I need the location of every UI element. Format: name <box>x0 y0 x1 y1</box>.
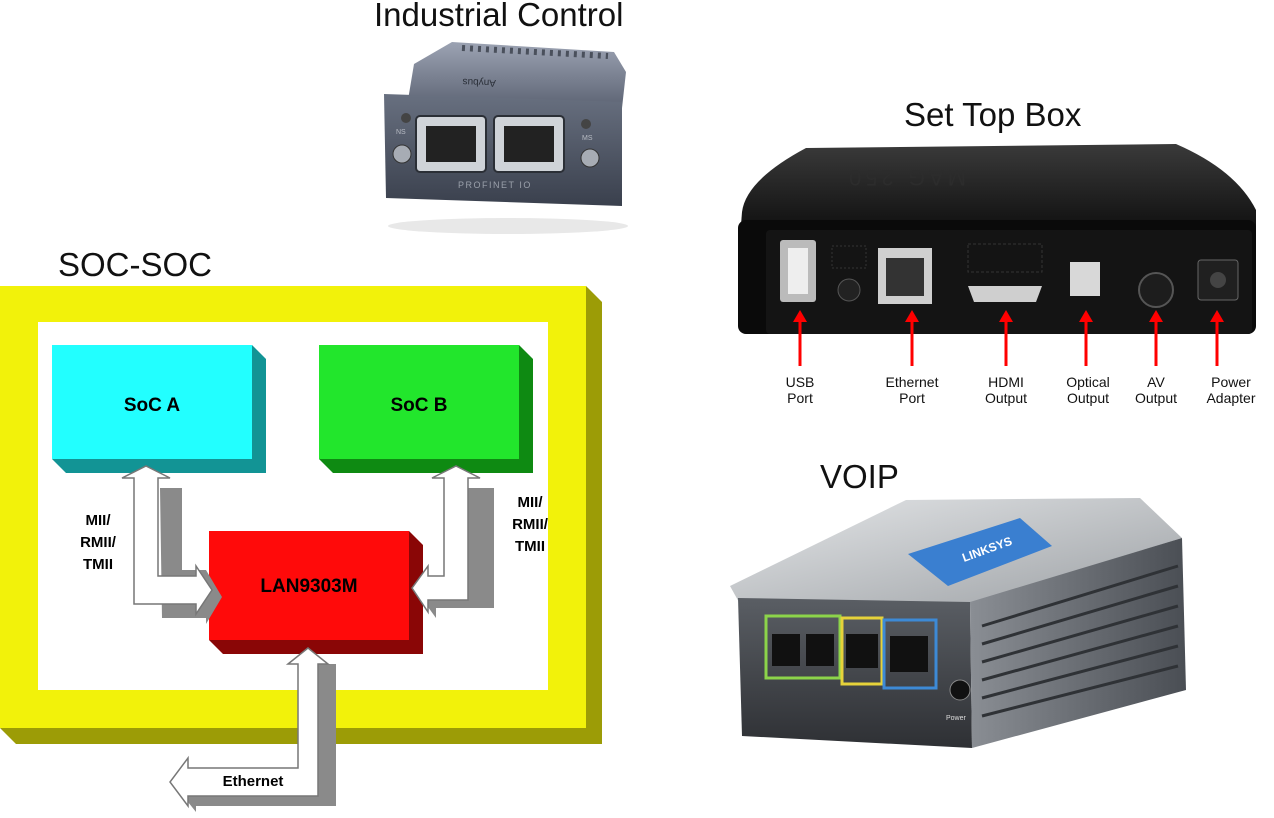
soc-b-label: SoC B <box>391 395 448 416</box>
voip-ethernet-port <box>882 618 938 690</box>
port-label-ethernet: Ethernet Port <box>885 374 939 406</box>
module-screw-left <box>392 144 412 164</box>
set-top-box-image: MAG 250 <box>738 144 1256 334</box>
left-bus-arrow <box>121 465 213 617</box>
voip-side <box>970 538 1186 748</box>
soc-b-block <box>319 345 519 459</box>
mii-right-line3: TMII <box>515 538 545 555</box>
stb-arrows <box>793 310 1224 366</box>
ethernet-arrow <box>169 647 331 809</box>
voip-device-image: LINKSYS Power <box>730 498 1186 748</box>
voip-internet-port <box>840 616 884 686</box>
soc-soc-title: SOC-SOC <box>58 246 213 283</box>
lan9303m-block <box>209 531 409 640</box>
soc-a-label: SoC A <box>124 395 181 416</box>
mii-left-line3: TMII <box>83 556 113 573</box>
mii-right-line1: MII/ <box>518 494 544 511</box>
lan9303m-label: LAN9303M <box>260 576 357 597</box>
stb-jack-small <box>837 278 861 302</box>
port-label-hdmi: HDMI Output <box>984 374 1028 406</box>
stb-brand: MAG 250 <box>845 165 966 190</box>
stb-top <box>740 144 1256 238</box>
stb-hdmi-port <box>968 286 1042 302</box>
mii-right-line2: RMII/ <box>512 516 549 533</box>
voip-phone-ports <box>764 614 842 680</box>
stb-optical-port <box>1070 262 1100 296</box>
mii-left-line2: RMII/ <box>80 534 117 551</box>
module-screw-right <box>580 148 600 168</box>
voip-logo-panel <box>908 518 1052 586</box>
industrial-control-title: Industrial Control <box>374 0 624 33</box>
module-led-ns: NS <box>396 129 406 136</box>
mii-left-line1: MII/ <box>86 512 112 529</box>
soc-soc-diagram: SoC A SoC B LAN9303M Ethernet MII/ RMII/… <box>0 286 602 812</box>
port-label-optical: Optical Output <box>1066 374 1110 406</box>
port-label-av: AV Output <box>1134 374 1178 406</box>
module-profinet-label: PROFINET IO <box>458 180 532 190</box>
industrial-module-image: Anybus NS MS PROFINET IO <box>384 42 628 234</box>
voip-power-label: Power <box>946 715 967 722</box>
stb-av-port <box>1138 272 1174 308</box>
ethernet-label: Ethernet <box>223 773 284 790</box>
port-label-usb: USB Port <box>785 374 815 406</box>
voip-power-jack <box>949 679 971 701</box>
voip-title: VOIP <box>820 458 899 495</box>
module-led-ms: MS <box>582 135 593 142</box>
module-top <box>408 42 626 108</box>
module-brand: Anybus <box>462 76 496 88</box>
port-label-power: Power Adapter <box>1206 374 1256 406</box>
right-bus-arrow <box>411 465 481 615</box>
set-top-box-title: Set Top Box <box>904 96 1082 133</box>
soc-a-block <box>52 345 252 459</box>
